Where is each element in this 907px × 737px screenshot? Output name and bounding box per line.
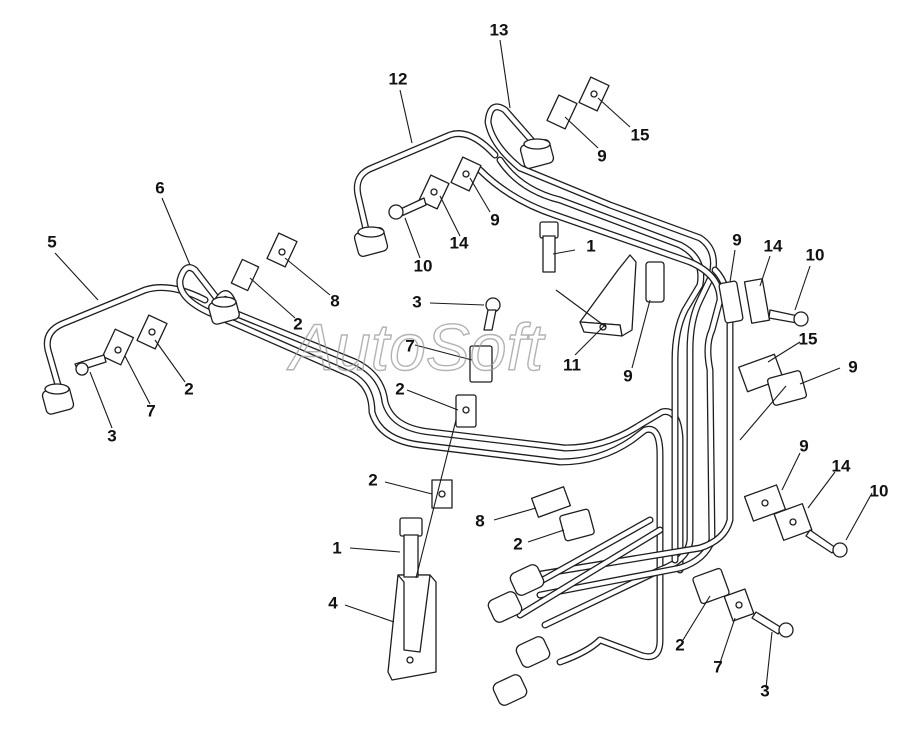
callout-1: 1: [332, 538, 341, 557]
callout-2: 2: [368, 470, 377, 489]
callout-9: 9: [848, 357, 857, 376]
callout-8: 8: [475, 511, 484, 530]
pipe-6: [176, 264, 664, 666]
callout-9: 9: [623, 366, 632, 385]
pipe-lower-3: [521, 516, 654, 594]
callout-7: 7: [146, 401, 155, 420]
bolts: [74, 197, 848, 638]
callout-10: 10: [870, 481, 889, 500]
union-nut-12: [353, 226, 389, 257]
union-nut-mid: [208, 296, 240, 325]
callout-2: 2: [513, 534, 522, 553]
bracket-11: [579, 254, 637, 337]
callout-1: 1: [586, 236, 595, 255]
callout-15: 15: [631, 125, 650, 144]
watermark-text: AutoSoft: [286, 310, 546, 384]
callout-14: 14: [764, 236, 783, 255]
callout-4: 4: [328, 593, 338, 612]
callout-9: 9: [597, 146, 606, 165]
pipe-13c: [476, 166, 724, 599]
callout-14: 14: [832, 456, 851, 475]
leader-lines: [54, 39, 873, 689]
bracket-4: [387, 574, 437, 681]
callout-2: 2: [293, 314, 302, 333]
callout-3: 3: [412, 292, 421, 311]
callout-2: 2: [675, 635, 684, 654]
callout-13: 13: [490, 20, 509, 39]
callout-3: 3: [760, 681, 769, 700]
callout-3: 3: [107, 426, 116, 445]
pipe-lower-1: [531, 266, 734, 579]
callout-9: 9: [799, 436, 808, 455]
pipe-lower-2: [516, 526, 664, 619]
union-nut-left: [41, 383, 75, 415]
callout-14: 14: [450, 233, 469, 252]
callout-6: 6: [155, 178, 164, 197]
callout-10: 10: [806, 245, 825, 264]
callout-11: 11: [563, 355, 581, 374]
union-nuts-lower: [487, 564, 551, 706]
callout-12: 12: [389, 69, 408, 88]
callout-8: 8: [330, 291, 339, 310]
callout-9: 9: [490, 210, 499, 229]
callout-labels: 13 12 15 9 6 5 14 9 10 1 9 14 10 8 2 3 2…: [47, 20, 888, 700]
callout-15: 15: [799, 329, 818, 348]
pipe-13: [484, 103, 717, 629]
union-nut-13: [519, 138, 555, 169]
callout-5: 5: [47, 232, 56, 251]
callout-9: 9: [732, 230, 741, 249]
pipe-12: [353, 130, 499, 242]
pipe-13b: [496, 156, 705, 564]
callout-2: 2: [184, 379, 193, 398]
callout-2: 2: [395, 379, 404, 398]
clamp-parts: [101, 76, 813, 622]
callout-10: 10: [414, 256, 433, 275]
callout-7: 7: [405, 336, 414, 355]
callout-7: 7: [713, 657, 722, 676]
